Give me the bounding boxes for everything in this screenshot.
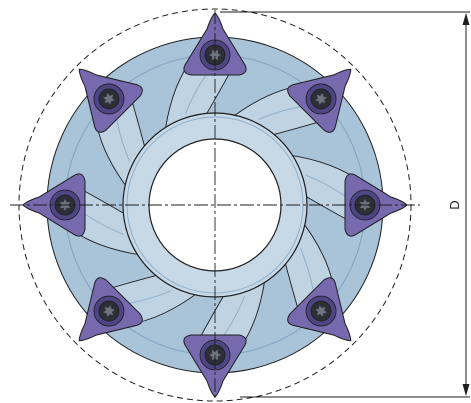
insert-group: [22, 12, 408, 398]
cutting-insert: [287, 68, 352, 133]
torx-socket-icon: [209, 49, 221, 61]
dimension-arrow-top: [462, 13, 470, 25]
cutting-insert: [287, 277, 352, 342]
torx-socket-icon: [315, 305, 327, 317]
cutting-insert: [78, 277, 143, 342]
cutting-insert: [78, 68, 143, 133]
torx-socket-icon: [315, 93, 327, 105]
torx-socket-icon: [103, 93, 115, 105]
dimension-label: D: [447, 200, 462, 209]
torx-socket-icon: [103, 305, 115, 317]
dimension-arrow-bottom: [462, 384, 470, 396]
